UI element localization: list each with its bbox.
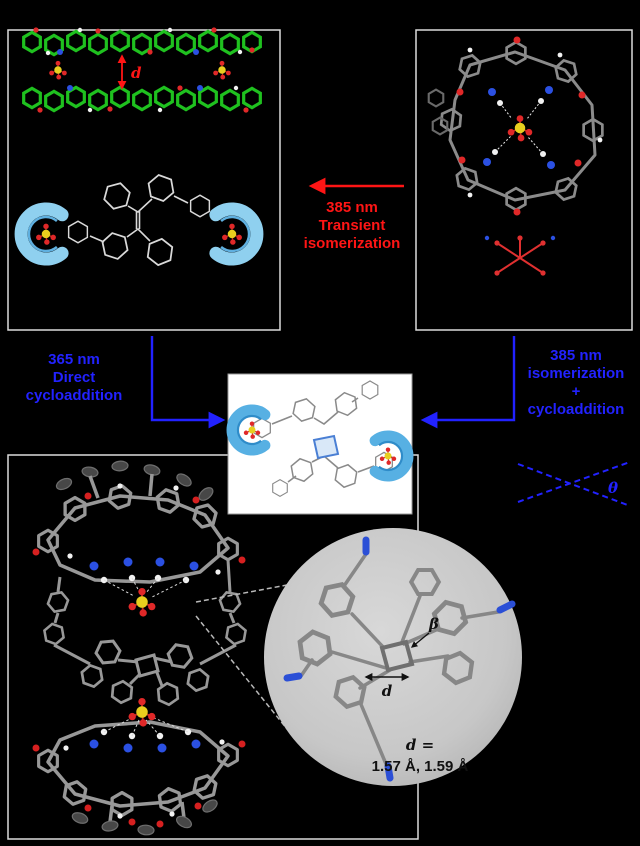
green-crystal-heteroatoms	[33, 27, 255, 113]
dihedral-angle-annotation: θ	[517, 461, 631, 507]
beta-label: β	[428, 615, 439, 633]
red-label-line1: 385 nm	[326, 199, 378, 216]
hydrogen-atoms	[63, 483, 225, 819]
panel-open-complex	[7, 29, 281, 331]
blue-right-line1: 385 nm	[550, 347, 602, 364]
oxygen-atoms	[32, 492, 246, 828]
direct-cycloaddition-arrow	[150, 336, 226, 429]
cyano-nitrogens	[283, 536, 516, 782]
zoom-connector-lines	[195, 584, 288, 730]
nitrogen-atoms	[89, 557, 201, 753]
transient-isomerization-label: 385 nm Transient isomerization	[304, 199, 401, 252]
macrocycle-shade-left	[27, 215, 58, 253]
theta-label: θ	[608, 479, 618, 497]
pillars-and-core	[42, 559, 248, 707]
oxygen-atoms	[33, 27, 255, 113]
blue-right-line4: cycloaddition	[528, 401, 625, 418]
product-crystal-structure	[32, 459, 248, 836]
zoom-inset: β d d = 1.57 Å, 1.59 Å	[264, 528, 522, 786]
direct-cycloaddition-label: 365 nm Direct cycloaddition	[26, 351, 123, 404]
distance-values-label: 1.57 Å, 1.59 Å	[372, 758, 469, 775]
counterion-structure	[484, 235, 556, 276]
zoom-inset-circle	[264, 528, 522, 786]
macrocycle-shade-right	[220, 215, 251, 253]
red-label-line3: isomerization	[304, 235, 401, 252]
blue-left-line2: Direct	[53, 369, 96, 386]
product-cartoon	[226, 380, 414, 497]
bifluorenylidene-line-drawing	[67, 172, 211, 268]
blue-left-line1: 365 nm	[48, 351, 100, 368]
macrocycle-c-shape-right	[369, 430, 414, 482]
macrocycle-c-shape-left	[14, 202, 69, 266]
isomerization-cycloaddition-arrow	[420, 336, 516, 429]
macrocycle-shade-right	[378, 440, 404, 472]
isomerization-cycloaddition-label: 385 nm isomerization + cycloaddition	[528, 347, 625, 418]
nitrogen-atoms	[483, 86, 555, 169]
hydrogen-atoms	[45, 27, 243, 113]
open-host-cartoon	[14, 172, 264, 268]
beta-pointer	[410, 632, 430, 648]
panel-closed-macrocycle	[415, 29, 633, 331]
cyclobutane-ring	[379, 639, 415, 673]
macrocycle-c-shape-right	[209, 202, 264, 266]
hydrogen-bonds	[494, 100, 544, 155]
bond-distance-label: d	[382, 682, 393, 700]
macrocycle-ring	[448, 50, 597, 202]
nitrogen-atoms	[57, 49, 203, 91]
lower-macrocycle	[37, 720, 239, 823]
red-label-line2: Transient	[319, 217, 386, 234]
blue-left-line3: cycloaddition	[26, 387, 123, 404]
macrocycle-shade-left	[236, 414, 262, 446]
blue-right-line2: isomerization	[528, 365, 625, 382]
hydrogen-bonds	[103, 577, 189, 737]
upper-macrocycle	[37, 473, 239, 584]
oxygen-atoms	[456, 36, 586, 216]
cyclobutane-highlight	[312, 434, 340, 460]
interlayer-distance-label: d	[131, 64, 142, 82]
distance-equals-label: d =	[406, 736, 434, 754]
blue-right-line3: +	[572, 383, 581, 400]
macrocycle-c-shape-left	[226, 404, 271, 456]
macrocycle-crystal	[427, 36, 604, 276]
